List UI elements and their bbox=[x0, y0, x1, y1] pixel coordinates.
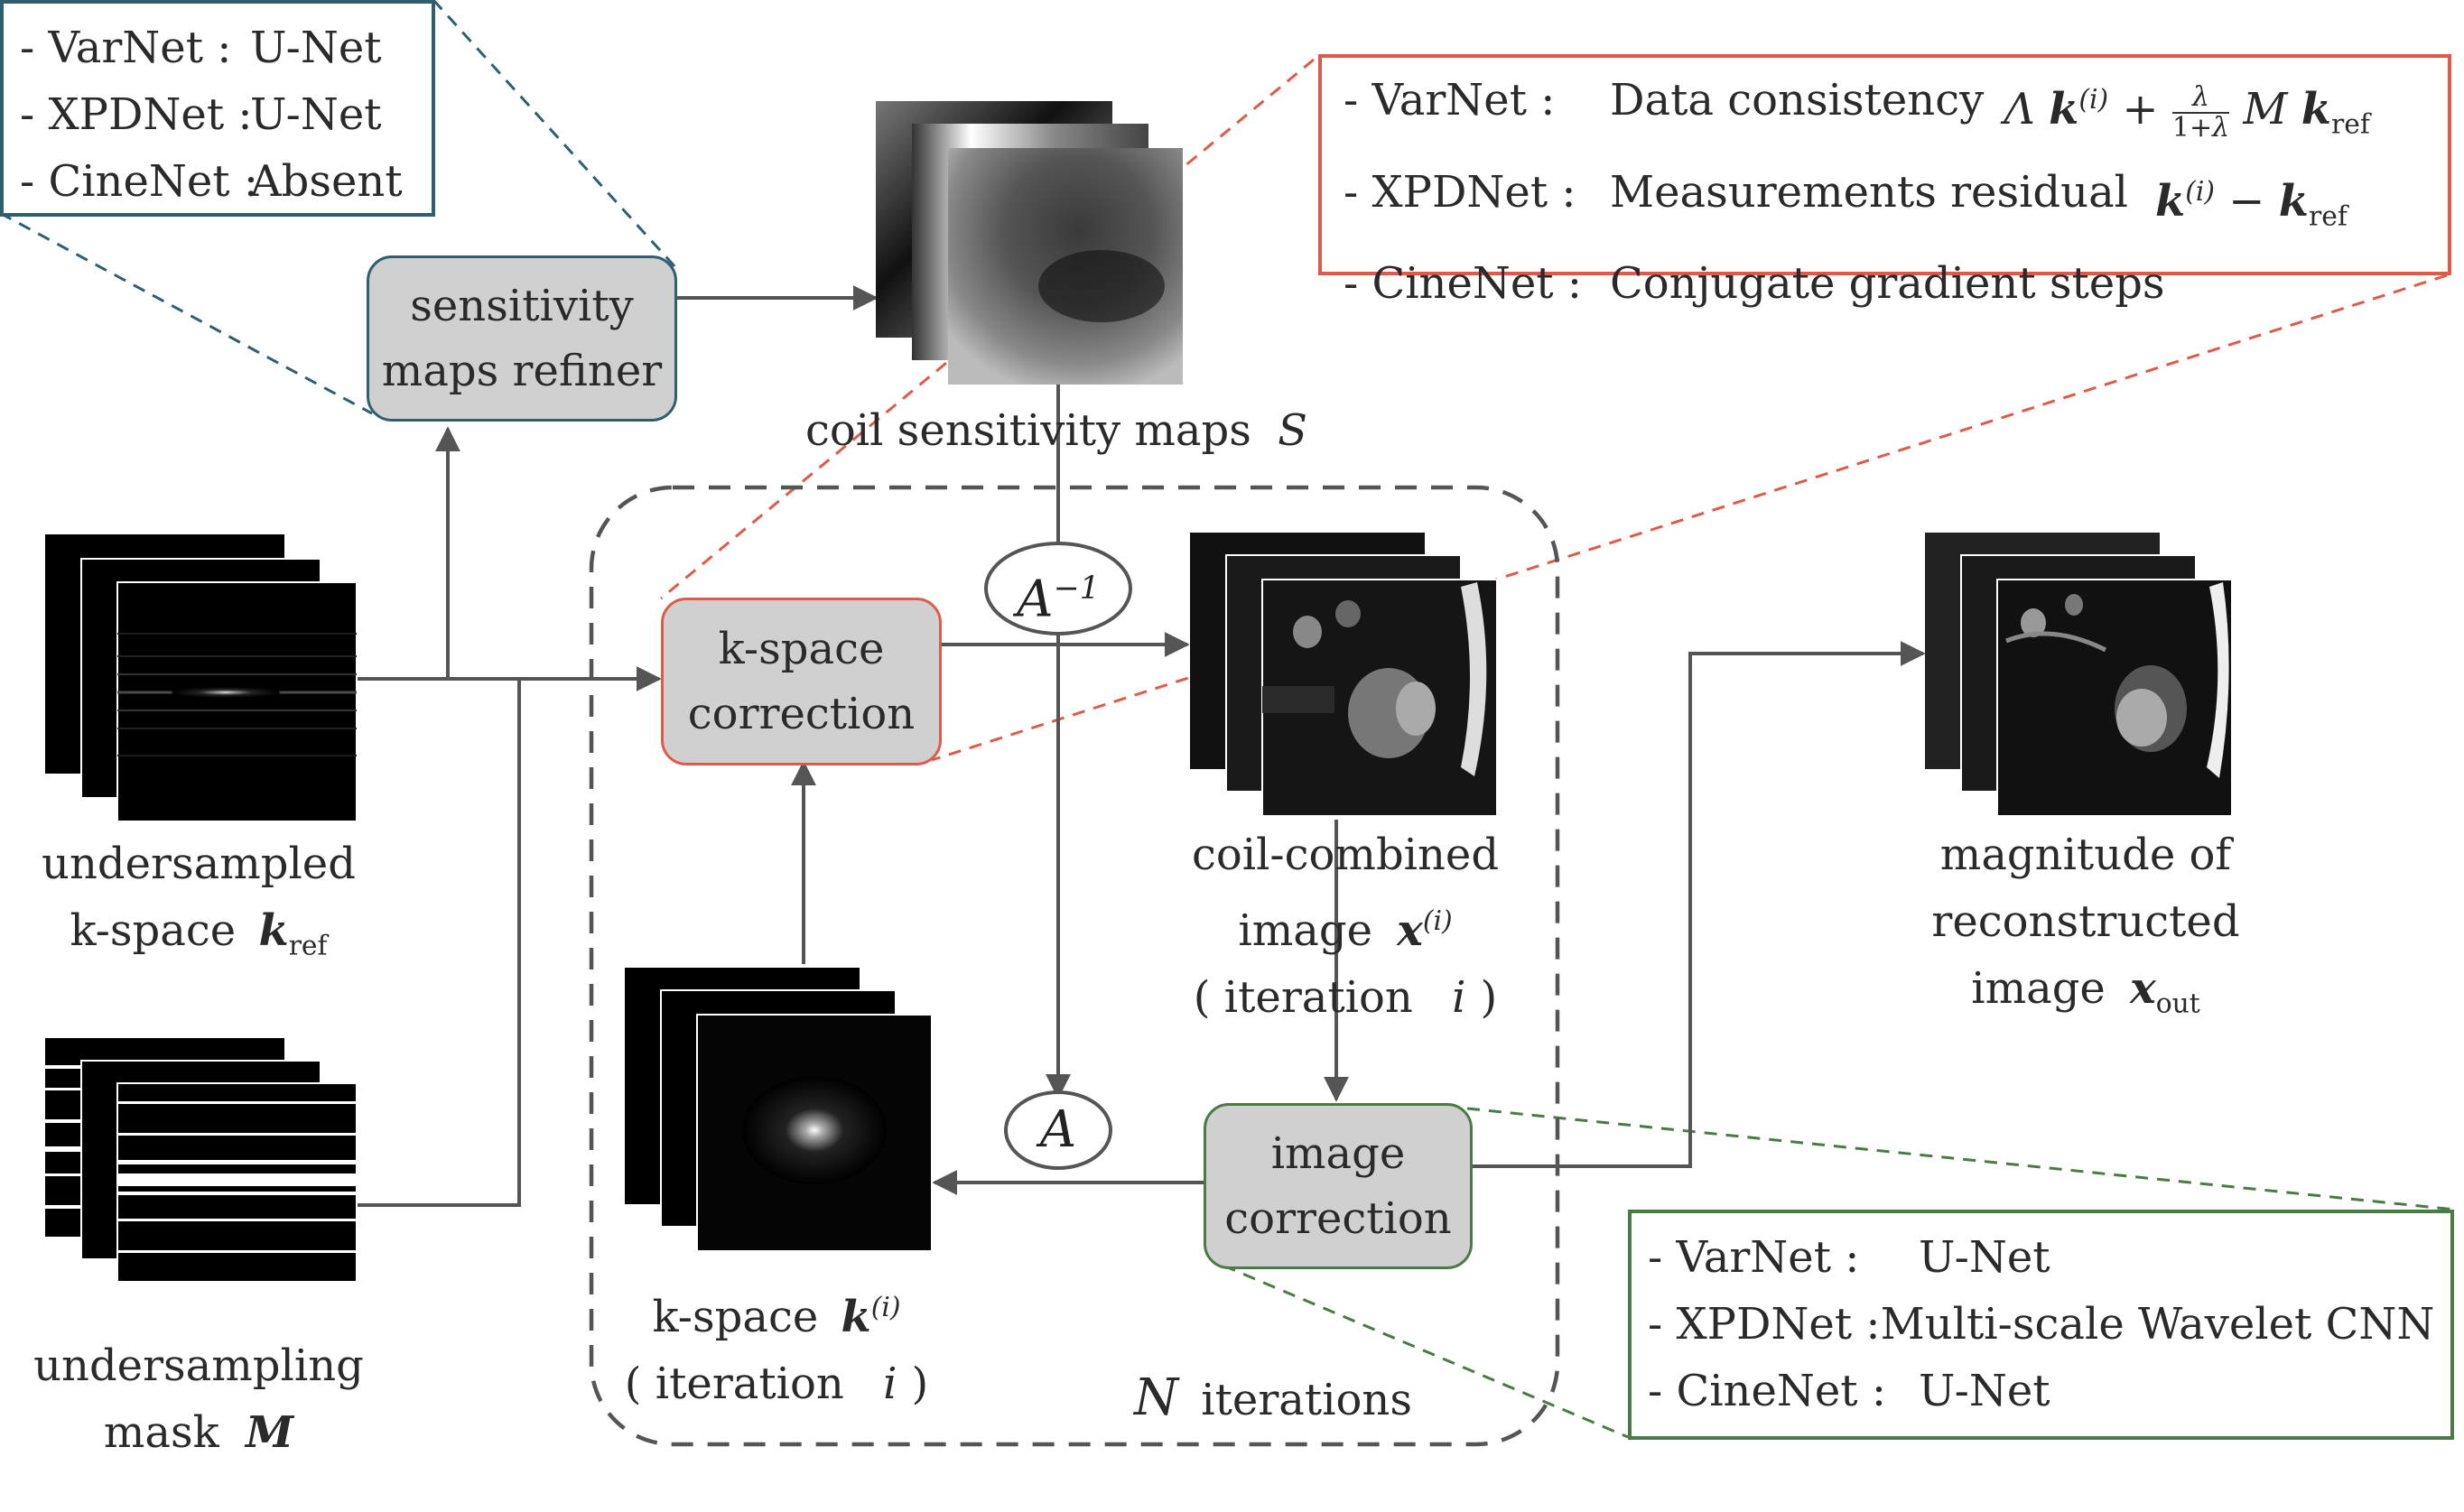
sensitivity-refiner-line1: sensitivity bbox=[410, 281, 634, 331]
n-iterations-label: N iterations bbox=[1111, 1365, 1436, 1433]
reconstructed-text: reconstructed bbox=[1931, 896, 2240, 947]
legend-network-value: U-Net bbox=[1919, 1366, 2050, 1416]
legend-network-value: Absent bbox=[250, 156, 403, 207]
kref-symbol: k bbox=[258, 905, 289, 956]
callout-line-image-top bbox=[1466, 1107, 2456, 1211]
iteration-text: ( iteration bbox=[624, 1359, 844, 1409]
forward-operator-symbol: A bbox=[1039, 1100, 1077, 1159]
inverse-operator-symbol: A bbox=[1017, 570, 1054, 629]
coil-sensitivity-maps-stack bbox=[876, 101, 1183, 385]
image-text: image bbox=[1238, 905, 1372, 956]
legend-network-value: Multi-scale Wavelet CNN bbox=[1880, 1299, 2435, 1350]
residual-formula: k(i) − kref bbox=[2155, 175, 2348, 233]
legend-network-value: Conjugate gradient steps bbox=[1610, 258, 2165, 310]
callout-line-image-bottom bbox=[1223, 1264, 1629, 1439]
iteration-symbol: i bbox=[1452, 972, 1466, 1023]
legend-row: - XPDNet :Multi-scale Wavelet CNN bbox=[1648, 1291, 2434, 1358]
iteration-close: ) bbox=[911, 1359, 929, 1409]
legend-network-name: - XPDNet : bbox=[20, 89, 253, 140]
undersampled-kspace-stack bbox=[45, 534, 358, 822]
undersampling-mask-label: undersampling mask M bbox=[18, 1332, 379, 1466]
sensitivity-refiner-box[interactable]: sensitivity maps refiner bbox=[367, 255, 677, 422]
legend-row: - CineNet : Conjugate gradient steps bbox=[1344, 250, 2431, 317]
iteration-symbol: i bbox=[883, 1359, 897, 1409]
n-symbol: N bbox=[1134, 1368, 1179, 1427]
kspace-text: k-space bbox=[70, 905, 237, 956]
undersampled-kspace-label: undersampled k-space kref bbox=[18, 830, 379, 980]
legend-network-name: - CineNet : bbox=[1344, 258, 1582, 310]
mask-text: mask bbox=[103, 1407, 219, 1458]
inverse-operator-ellipse bbox=[984, 542, 1132, 635]
x-iteration-sup: (i) bbox=[1422, 905, 1453, 937]
coil-combined-text: coil-combined bbox=[1191, 830, 1500, 880]
undersampling-text: undersampling bbox=[33, 1340, 364, 1391]
legend-network-value: Measurements residual bbox=[1610, 166, 2129, 218]
legend-network-name: - VarNet : bbox=[20, 23, 232, 73]
line-mask bbox=[358, 679, 521, 1207]
callout-line-refiner-top bbox=[432, 0, 677, 269]
k-iteration-sup: (i) bbox=[870, 1292, 901, 1323]
kspace-iteration-label: k-space k(i) ( iteration i) bbox=[596, 1275, 957, 1417]
image-correction-line1: image bbox=[1270, 1128, 1406, 1179]
magnitude-text: magnitude of bbox=[1939, 830, 2232, 880]
coil-sensitivity-maps-label: coil sensitivity maps S bbox=[795, 397, 1318, 464]
undersampling-mask-stack bbox=[45, 1038, 358, 1282]
kspace-correction-line2: correction bbox=[687, 689, 916, 739]
kspace-iteration-stack bbox=[625, 968, 933, 1252]
legend-network-name: - XPDNet : bbox=[1648, 1299, 1881, 1350]
legend-network-value: Data consistency bbox=[1610, 75, 1985, 125]
xout-symbol: x bbox=[2130, 963, 2156, 1014]
reconstructed-image-stack bbox=[1925, 533, 2233, 817]
legend-row: - XPDNet : Measurements residual k(i) − … bbox=[1344, 159, 2431, 251]
kspace-iter-text: k-space bbox=[652, 1292, 819, 1342]
inverse-operator-sup: −1 bbox=[1053, 570, 1100, 607]
legend-network-name: - VarNet : bbox=[1648, 1232, 1860, 1283]
coil-maps-symbol: S bbox=[1278, 405, 1308, 456]
legend-row: - CineNet : U-Net bbox=[1648, 1358, 2434, 1424]
legend-row: - XPDNet : U-Net bbox=[20, 81, 415, 148]
forward-operator: A bbox=[1006, 1094, 1111, 1166]
iterations-text: iterations bbox=[1201, 1375, 1412, 1425]
coil-combined-image-stack bbox=[1190, 533, 1498, 817]
x-symbol: x bbox=[1397, 905, 1423, 956]
legend-network-name: - CineNet : bbox=[20, 156, 258, 207]
kspace-correction-line1: k-space bbox=[718, 624, 885, 674]
coil-maps-text: coil sensitivity maps bbox=[804, 405, 1251, 456]
iterations-loop bbox=[589, 485, 1560, 1447]
legend-network-name: - XPDNet : bbox=[1344, 166, 1576, 218]
reconstructed-image-label: magnitude of reconstructed image xout bbox=[1905, 821, 2266, 1038]
iteration-close: ) bbox=[1480, 972, 1498, 1023]
inverse-operator: A−1 bbox=[986, 551, 1130, 638]
iteration-text: ( iteration bbox=[1193, 972, 1413, 1023]
legend-network-value: U-Net bbox=[250, 23, 382, 73]
undersampled-text: undersampled bbox=[42, 839, 356, 889]
image-text: image bbox=[1971, 963, 2106, 1014]
xout-subscript: out bbox=[2155, 988, 2200, 1020]
callout-line-refiner-bottom bbox=[0, 211, 373, 415]
legend-row: - VarNet : U-Net bbox=[20, 14, 415, 81]
image-correction-line2: correction bbox=[1224, 1193, 1452, 1244]
image-correction-box[interactable]: image correction bbox=[1204, 1103, 1473, 1269]
legend-row: - CineNet : Absent bbox=[20, 148, 415, 215]
forward-operator-ellipse bbox=[1004, 1090, 1112, 1170]
legend-row: - VarNet : U-Net bbox=[1648, 1224, 2434, 1291]
arrow-icorr-to-output bbox=[1472, 641, 1926, 1168]
legend-network-name: - CineNet : bbox=[1648, 1366, 1886, 1416]
kspace-correction-box[interactable]: k-space correction bbox=[661, 598, 942, 765]
kref-subscript: ref bbox=[288, 930, 328, 962]
sensitivity-refiner-line2: maps refiner bbox=[381, 346, 663, 396]
callout-line-kspace-bottom bbox=[931, 274, 2448, 762]
legend-network-name: - VarNet : bbox=[1344, 75, 1556, 125]
k-symbol: k bbox=[841, 1292, 871, 1342]
legend-image-correction: - VarNet : U-Net - XPDNet :Multi-scale Wa… bbox=[1628, 1210, 2454, 1440]
coil-combined-image-label: coil-combined image x(i) ( iteration i) bbox=[1165, 821, 1526, 1031]
legend-network-value: U-Net bbox=[1919, 1232, 2050, 1283]
mask-symbol: M bbox=[245, 1407, 294, 1458]
legend-sensitivity-refiner: - VarNet : U-Net - XPDNet : U-Net - CineN… bbox=[0, 0, 435, 217]
legend-network-value: U-Net bbox=[250, 89, 382, 140]
